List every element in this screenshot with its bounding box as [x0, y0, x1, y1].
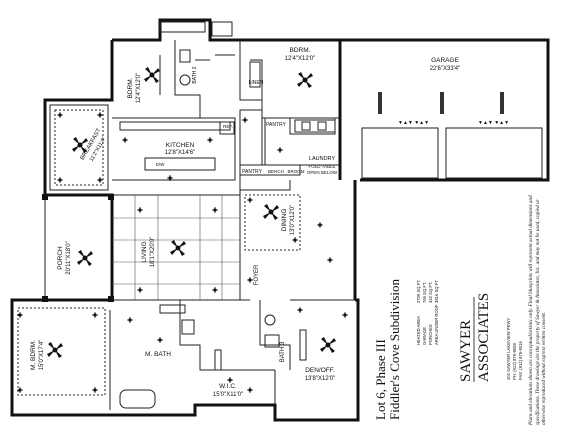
label-pantry-lower: PANTRY [242, 169, 262, 175]
living-grid [112, 195, 240, 300]
area-label: AREA UNDER ROOF [434, 304, 439, 345]
ceiling-fan-icon [297, 72, 313, 88]
disclaimer-text: Plans and elevations shown are conceptua… [528, 195, 547, 425]
exterior-walls [10, 18, 550, 422]
porch-columns [42, 194, 114, 302]
plan-title: Lot 6, Phase III [373, 339, 388, 420]
room-dims-garage: 22'6"X33'4" [430, 66, 461, 72]
label-ref: REF. [223, 124, 233, 129]
ceiling-fan-icon [77, 250, 93, 266]
interior-walls [109, 40, 355, 410]
bath2-fixtures [159, 21, 336, 133]
label-fold-table: FOLD TABLE [308, 164, 335, 169]
company-logo: SAWYER ASSOCIATES [458, 293, 492, 382]
ceiling-fan-icon [47, 342, 63, 358]
company-name-bottom: ASSOCIATES [476, 293, 492, 382]
room-dims-kitchen: 12'8"X14'6" [165, 150, 196, 156]
plan-subtitle: Fiddler's Cove Subdivision [387, 278, 402, 420]
svg-text:▼▲▼ ▼▲▼: ▼▲▼ ▼▲▼ [478, 120, 509, 126]
label-laundry: LAUNDRY [309, 156, 336, 162]
room-dims-bdrm: 12'4"X12'0" [136, 73, 142, 104]
room-name-wic: W.I.C. [219, 383, 237, 390]
room-name-living: LIVING [141, 241, 148, 262]
room-name-den: DEN/OFF. [305, 367, 335, 374]
area-table: HEATED AREA 2709 SQ.FT. GARAGE 765 SQ.FT… [416, 279, 439, 345]
label-bench: BENCH [268, 169, 284, 174]
label-foyer: FOYER [254, 264, 260, 285]
room-name-bdrm2: BDRM. [290, 47, 311, 54]
room-dims-mbdrm: 15'0"X17'4" [39, 340, 45, 371]
company-fax: FAX: (912) 876-9016 [518, 340, 523, 380]
label-pantry-upper: PANTRY [266, 122, 286, 128]
company-name-top: SAWYER [458, 320, 474, 382]
room-name-mbath: M. BATH [145, 351, 171, 358]
svg-text:▼▲▼ ▼▲▼: ▼▲▼ ▼▲▼ [398, 120, 429, 126]
room-dims-dining: 13'0"X12'0" [290, 205, 296, 236]
label-open-below: OPEN BELOW [307, 170, 338, 175]
label-broom: BROOM [287, 169, 304, 174]
label-dw: D/W [156, 162, 166, 167]
room-name-dining: DINING [281, 209, 288, 232]
room-name-garage: GARAGE [431, 57, 459, 64]
ceiling-fan-icon [170, 240, 186, 256]
master-bath-fixtures [119, 304, 307, 409]
company-phone: PH: (912) 876-9008 [512, 343, 517, 380]
title-block: Lot 6, Phase III Fiddler's Cove Subdivis… [373, 278, 402, 420]
area-value: 342 SQ.FT. [428, 282, 433, 303]
room-dims-den: 13'8"X12'0" [305, 376, 336, 382]
garage-details: ▼▲▼ ▼▲▼ ▼▲▼ ▼▲▼ [361, 92, 543, 179]
room-dims-wic: 15'0"X11'0" [213, 392, 243, 398]
area-value: 765 SQ.FT. [422, 282, 427, 303]
ceiling-fan-icon [263, 204, 279, 220]
ceiling-fan-icon [320, 337, 336, 353]
room-dims-porch: 20'11"X18'0" [66, 241, 72, 274]
area-label: PORCHES [428, 324, 433, 345]
company-address-line: 402 SAWYER LAKEVIEW PKWY [506, 318, 511, 380]
room-name-porch: PORCH [57, 246, 64, 270]
room-dims-living: 18'1"X20'0" [150, 237, 156, 268]
room-name-mbdrm: M. BDRM. [30, 340, 37, 370]
porch-and-breakfast [17, 104, 301, 396]
disclaimer-wrap: Plans and elevations shown are conceptua… [528, 195, 547, 425]
room-dims-bdrm2: 12'4"X12'0" [285, 56, 316, 62]
area-label: HEATED AREA [416, 316, 421, 345]
room-name-bath3: BATH 3 [280, 341, 286, 362]
area-value: 3816 SQ.FT. [434, 279, 439, 303]
label-bath2: BATH 2 [192, 66, 198, 83]
company-address: 402 SAWYER LAKEVIEW PKWY PH: (912) 876-9… [506, 318, 523, 380]
room-name-bdrm: BDRM. [127, 77, 134, 98]
kitchen-fixtures [119, 109, 336, 176]
room-name-kitchen: KITCHEN [166, 142, 195, 149]
area-value: 2709 SQ.FT. [416, 279, 421, 303]
area-label: GARAGE [422, 327, 427, 345]
ceiling-fan-icon [144, 67, 160, 83]
label-linen: LINEN [249, 80, 264, 86]
